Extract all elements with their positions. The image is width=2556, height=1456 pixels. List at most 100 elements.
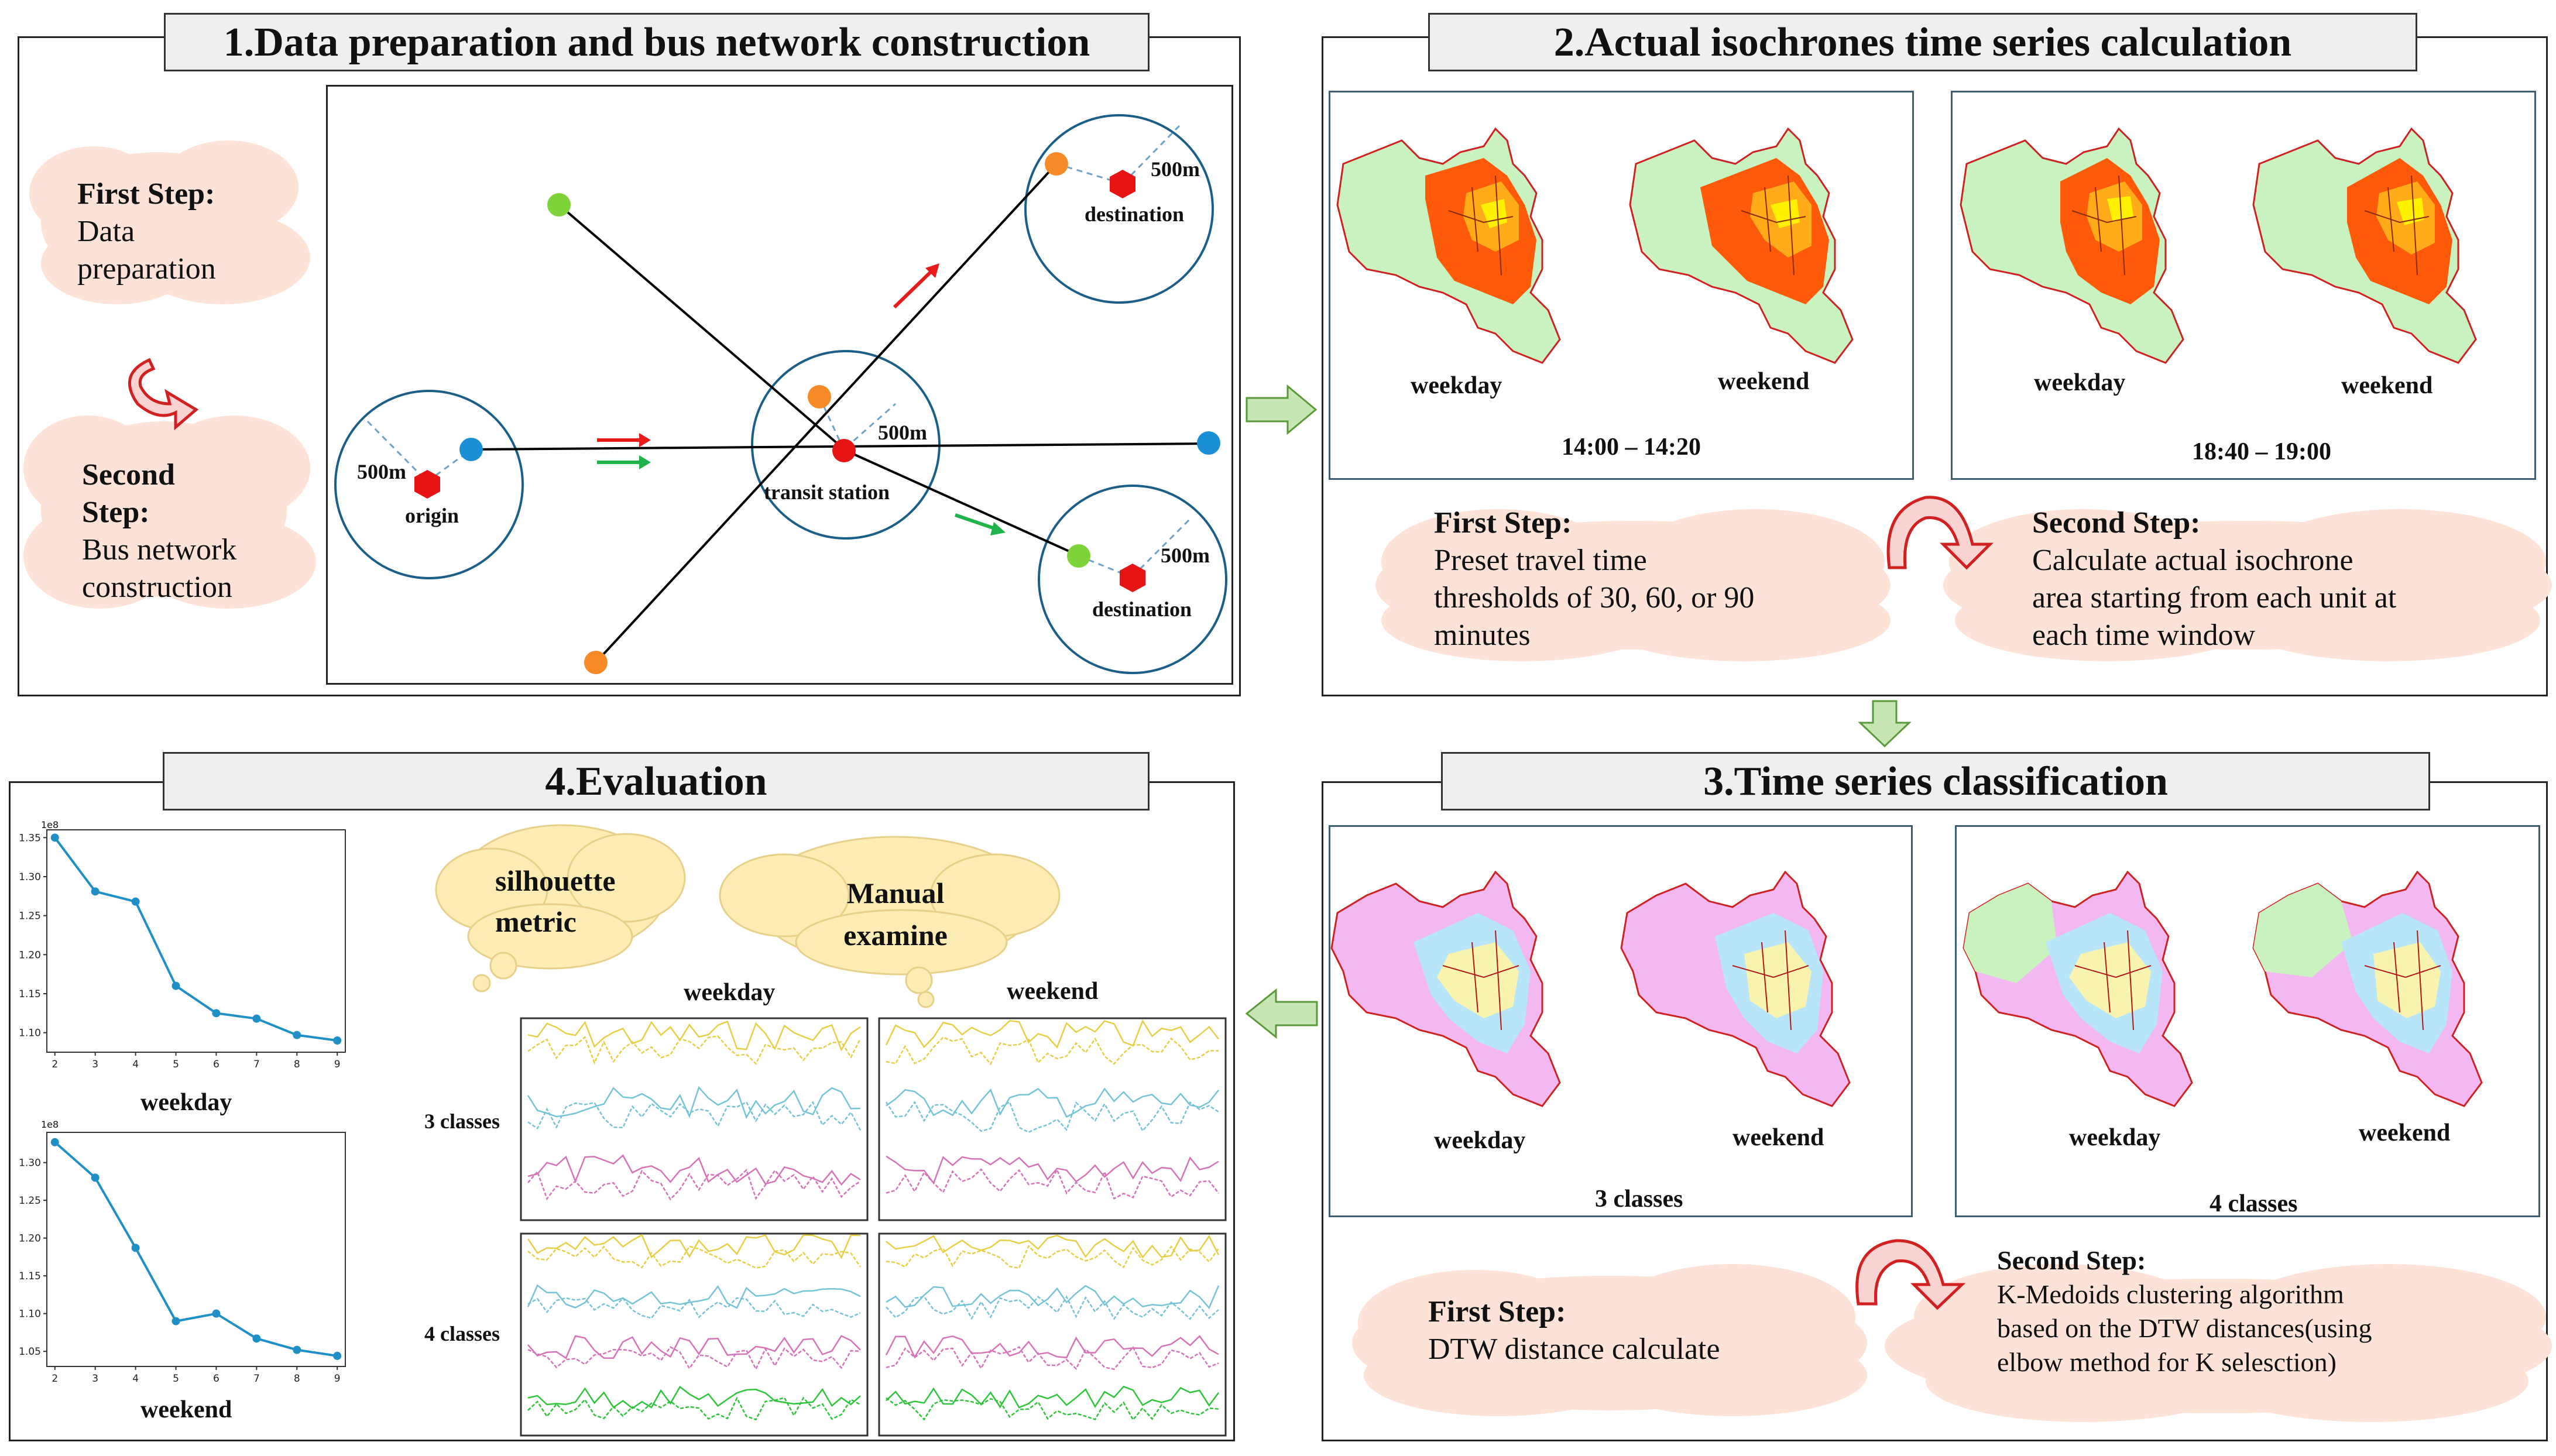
- transit-station-icon: [832, 439, 856, 462]
- elbow-point: [212, 1309, 221, 1318]
- origin-hexagon-icon: [414, 470, 440, 499]
- isochrone-map-weekend-2: [2252, 128, 2477, 364]
- p2-step2: Second Step: Calculate actual isochrone …: [2032, 504, 2407, 654]
- network-diagram: [326, 85, 1233, 685]
- elbow-line: [54, 837, 338, 1042]
- elbow-point: [131, 1244, 140, 1252]
- iso-weekday-label-2: weekday: [2034, 369, 2126, 396]
- time-series-panel: [878, 1017, 1227, 1221]
- p3-step1: First Step: DTW distance calculate: [1428, 1293, 1756, 1368]
- origin-label: origin: [405, 504, 459, 527]
- p1-step1-text: Data preparation: [77, 215, 216, 286]
- orange-node-icon: [808, 385, 831, 408]
- elbow-point: [171, 1317, 180, 1325]
- time-series-line: [886, 1285, 1220, 1310]
- panel-2-title: 2.Actual isochrones time series calculat…: [1428, 13, 2417, 71]
- iso-weekday-label-1: weekday: [1411, 372, 1502, 399]
- y-tick-label: 1.35: [19, 832, 41, 844]
- x-tick-label: 5: [173, 1373, 179, 1385]
- y-tick-label: 1.30: [19, 1158, 41, 1169]
- elbow-point: [333, 1036, 342, 1045]
- cls-weekend-label-1: weekend: [1732, 1124, 1824, 1151]
- time-series-line: [886, 1397, 1219, 1421]
- time-series-line: [527, 1245, 862, 1269]
- time-series-line: [885, 1019, 1219, 1049]
- origin-radius-label: 500m: [357, 460, 406, 483]
- elbow-point: [252, 1334, 261, 1343]
- destination-2-radius-label: 500m: [1161, 544, 1210, 567]
- x-tick-label: 6: [213, 1059, 219, 1070]
- time-series-line: [527, 1346, 861, 1371]
- destination-1-radius-label: 500m: [1151, 157, 1200, 181]
- elbow-point: [50, 1138, 59, 1146]
- x-tick-label: 6: [213, 1373, 219, 1385]
- elbow-point: [91, 887, 100, 896]
- cls-weekday-label-1: weekday: [1434, 1127, 1526, 1154]
- elbow-point: [293, 1031, 301, 1039]
- orange-node-icon: [584, 651, 608, 674]
- blue-node-icon: [459, 438, 483, 461]
- class-map-4-weekday: [1963, 871, 2193, 1107]
- p1-step2: Second Step: Bus network construction: [82, 456, 269, 606]
- y-tick-label: 1.05: [19, 1346, 41, 1358]
- p3-step1-text: DTW distance calculate: [1428, 1333, 1720, 1366]
- x-tick-label: 8: [294, 1059, 300, 1070]
- iso-weekend-label-2: weekend: [2341, 372, 2433, 399]
- p1-step1: First Step: Data preparation: [77, 176, 253, 288]
- time-series-frame: [878, 1232, 1227, 1437]
- time-series-frame: [520, 1232, 869, 1437]
- p1-step2-title: Second Step:: [82, 458, 175, 529]
- p1-step2-text: Bus network construction: [82, 533, 237, 604]
- time-series-line: [886, 1155, 1219, 1185]
- p2-step2-text: Calculate actual isochrone area starting…: [2032, 544, 2397, 652]
- elbow-plot-frame: [46, 829, 346, 1053]
- curved-arrow-icon: [128, 358, 199, 431]
- blue-node-icon: [1197, 431, 1220, 455]
- time-series-line: [527, 1396, 861, 1421]
- y-tick-label: 1.25: [19, 1195, 41, 1207]
- time-series-line: [886, 1234, 1220, 1259]
- time-series-line: [886, 1087, 1219, 1118]
- time-series-line: [886, 1346, 1219, 1371]
- iso-window-1: 14:00 – 14:20: [1562, 434, 1701, 461]
- elbow-weekend-label: weekend: [140, 1396, 232, 1423]
- time-series-panel: [520, 1232, 869, 1437]
- time-series-line: [527, 1284, 861, 1309]
- time-series-line: [885, 1100, 1219, 1134]
- time-series-frame: [878, 1017, 1227, 1221]
- time-series-line: [527, 1234, 861, 1259]
- curved-arrow-icon: [1886, 496, 1994, 570]
- elbow-line: [54, 1141, 338, 1357]
- destination-hexagon-icon: [1120, 564, 1145, 592]
- time-series-line: [527, 1154, 861, 1186]
- elbow-point: [333, 1351, 342, 1360]
- y-tick-label: 1.20: [19, 949, 41, 961]
- x-tick-label: 2: [52, 1059, 58, 1070]
- elbow-weekday-label: weekday: [140, 1089, 232, 1116]
- elbow-exponent-1: 1e8: [41, 819, 59, 830]
- p1-step1-title: First Step:: [77, 177, 215, 211]
- elbow-point: [131, 897, 140, 906]
- cls-3-classes-label: 3 classes: [1595, 1186, 1683, 1213]
- x-tick-label: 3: [92, 1373, 98, 1385]
- time-series-panel: [878, 1232, 1227, 1437]
- cls-weekday-label-2: weekday: [2069, 1124, 2161, 1151]
- x-tick-label: 5: [173, 1059, 179, 1070]
- silhouette-metric-label: silhouette metric: [495, 864, 616, 938]
- cls-4-classes-label: 4 classes: [2210, 1190, 2298, 1217]
- transit-station-label: transit station: [764, 480, 890, 504]
- p3-step2: Second Step: K-Medoids clustering algori…: [1997, 1244, 2395, 1379]
- p3-step1-title: First Step:: [1428, 1295, 1566, 1328]
- y-tick-label: 1.10: [19, 1309, 41, 1320]
- time-series-line: [527, 1386, 861, 1410]
- ts-weekday-header: weekday: [684, 979, 776, 1006]
- x-tick-label: 3: [92, 1059, 98, 1070]
